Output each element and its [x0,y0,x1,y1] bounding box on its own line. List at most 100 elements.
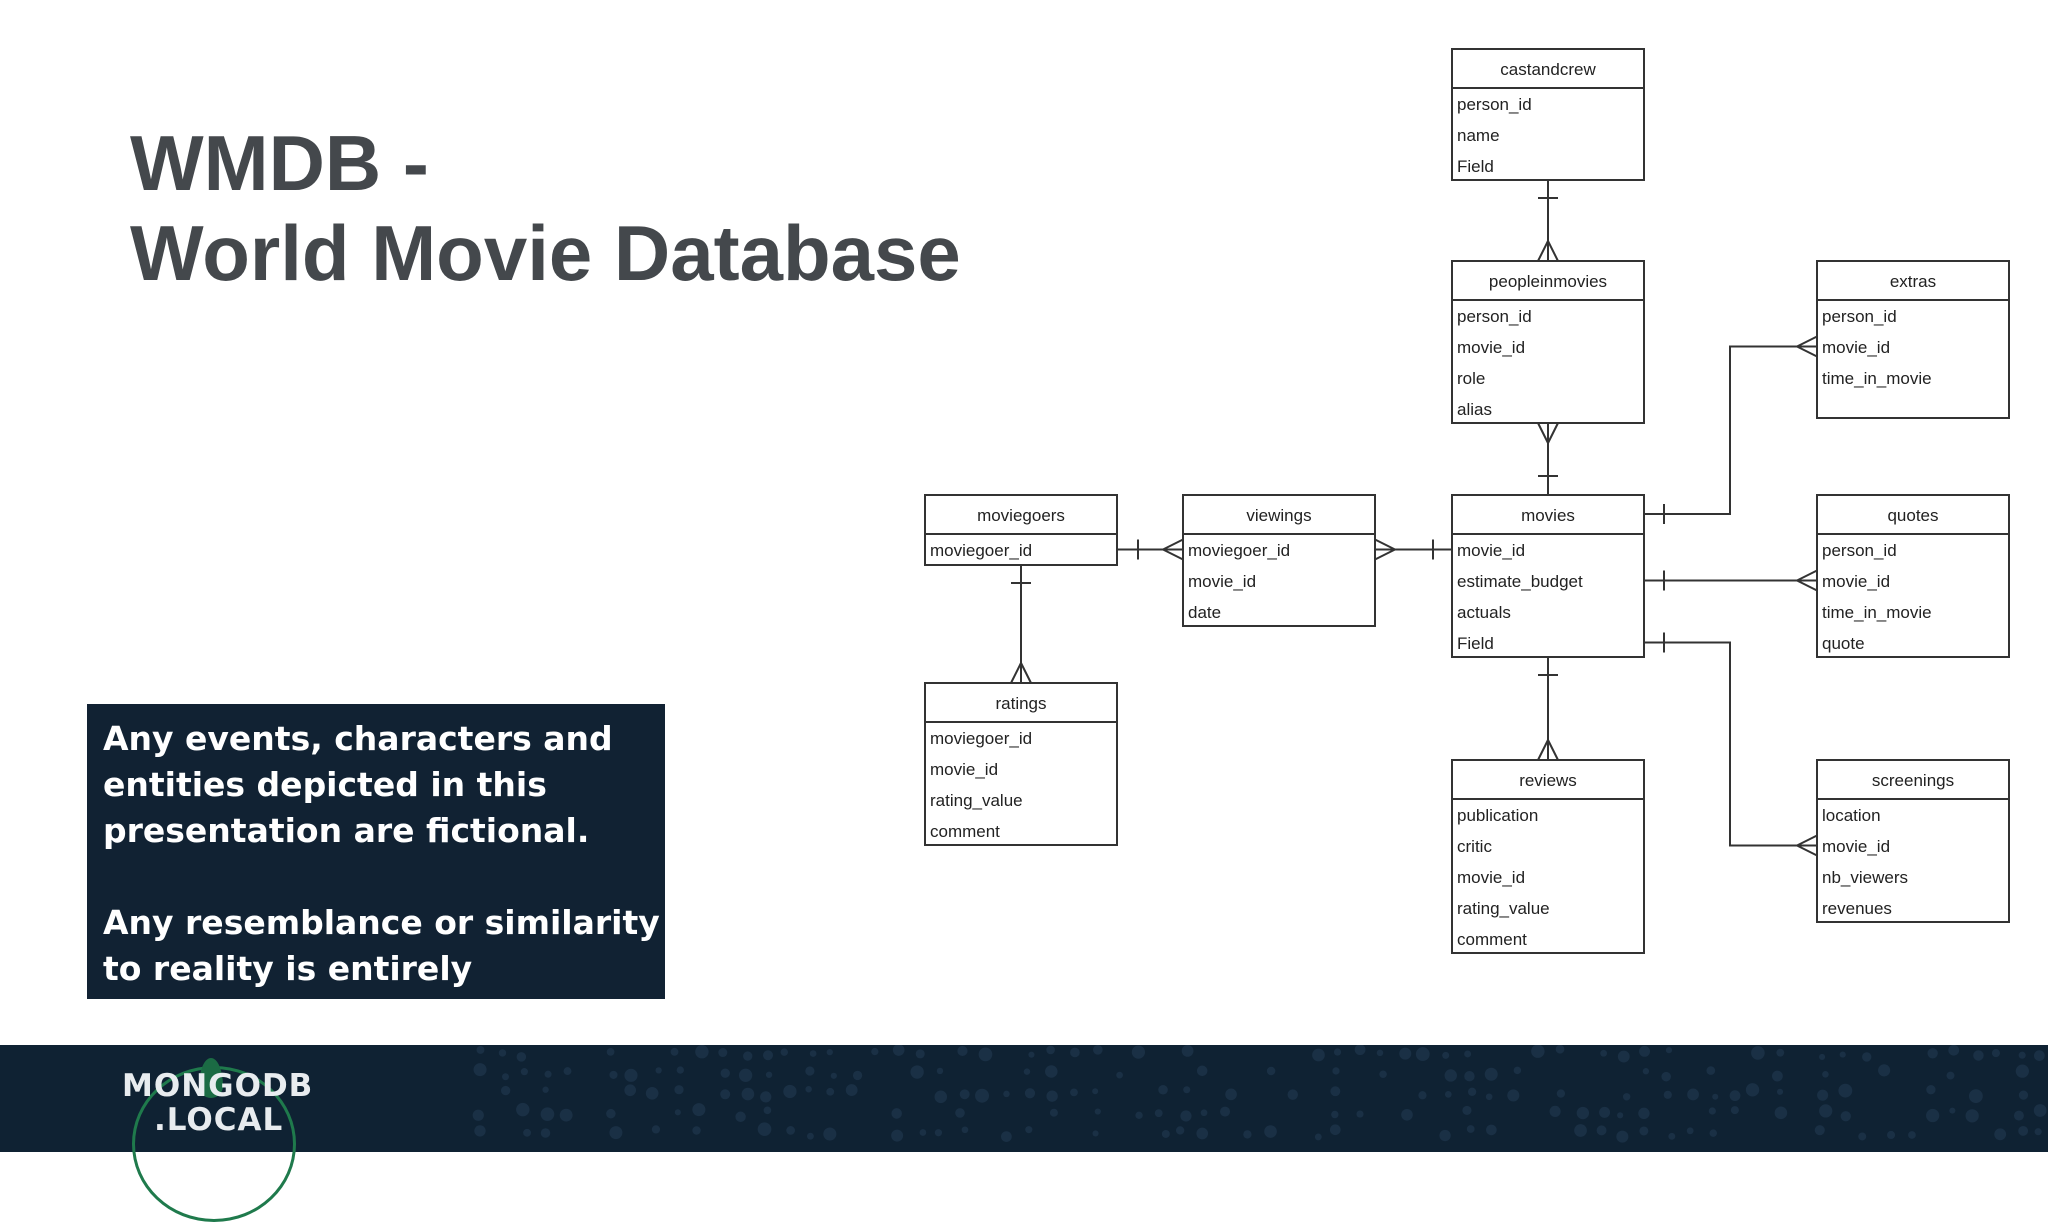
footer-bar [0,1045,2048,1152]
footer-dot [1001,1131,1012,1142]
many-cardinality-mark [1796,335,1818,358]
slide-title: WMDB - World Movie Database [130,118,961,298]
footer-dot [2015,1064,2029,1078]
footer-dot [1878,1064,1891,1077]
footer-dot [1462,1105,1472,1116]
crow-foot-prong [1010,662,1022,684]
footer-dot [1513,1066,1522,1075]
footer-dot [651,1125,661,1134]
footer-dot [674,1085,684,1095]
footer-dot [2034,1128,2042,1136]
footer-dot [1444,1091,1452,1098]
footer-dot [1822,1070,1829,1078]
entity-name: peopleinmovies [1489,272,1607,291]
footer-dot [1574,1124,1587,1137]
footer-dot [2018,1051,2026,1059]
footer-dot [1819,1053,1826,1060]
footer-dot [1196,1065,1208,1077]
footer-dot [624,1068,638,1082]
footer-dot [957,1045,968,1057]
crow-foot-prong [1796,345,1818,358]
footer-dot [1549,1105,1561,1117]
footer-dot [624,1084,637,1097]
footer-dot [1161,1129,1170,1138]
relationship-movies-extras [1644,335,1818,524]
footer-dot [934,1090,948,1104]
footer-dot [1819,1104,1833,1118]
footer-dot [720,1089,731,1100]
footer-dot [1330,1086,1341,1097]
connector-line [1644,345,1817,515]
footer-dot [1751,1046,1765,1060]
footer-dot [1686,1127,1694,1135]
footer-dot [1093,1045,1103,1055]
footer-dot [544,1070,552,1078]
footer-dot [959,1089,970,1100]
footer-dot [786,1126,796,1135]
entity-field: person_id [1457,307,1532,326]
footer-dot [1507,1089,1520,1102]
footer-dot [523,1128,532,1137]
footer-dot [1840,1111,1851,1122]
footer-dot [1331,1110,1339,1119]
crow-foot-prong [1796,569,1818,582]
entity-name: ratings [995,694,1046,713]
footer-dot [1745,1083,1760,1097]
footer-dot [891,1108,902,1119]
footer-dot [498,1049,507,1057]
logo-line-1: MONGODB [122,1068,314,1104]
entity-name: moviegoers [977,506,1065,525]
footer-dot [1116,1071,1123,1079]
footer-dot [1968,1089,1983,1104]
entity-name: castandcrew [1500,60,1596,79]
footer-dot [1220,1106,1231,1117]
footer-dot [1376,1049,1384,1057]
entity-field: time_in_movie [1822,369,1932,388]
footer-dot [718,1048,728,1058]
footer-dot [1576,1106,1590,1120]
footer-dot [1200,1109,1208,1117]
footer-dot [936,1067,944,1075]
footer-dot [1312,1048,1325,1062]
relationship-peopleinmovies-movies [1537,422,1559,495]
footer-dot [1776,1048,1785,1057]
footer-dot [735,1111,746,1123]
footer-dot [520,1068,528,1076]
footer-dot [783,1084,797,1099]
footer-dot [1617,1112,1624,1119]
entity-screenings: screeningslocationmovie_idnb_viewersreve… [1816,759,2010,923]
footer-dot [1729,1090,1741,1102]
footer-dot [476,1045,485,1054]
footer-dot [762,1050,774,1061]
footer-dot [852,1070,863,1081]
footer-dot [1708,1107,1716,1115]
footer-dot [1663,1090,1672,1099]
entity-ratings: ratingsmoviegoer_idmovie_idrating_valuec… [924,682,1118,846]
footer-dot [1926,1108,1940,1123]
entity-field: moviegoer_id [930,541,1032,560]
footer-dot [1464,1070,1475,1082]
footer-dot [1028,1051,1035,1058]
footer-dot [606,1108,616,1119]
footer-dot [1183,1086,1191,1094]
footer-dot [1415,1047,1430,1062]
crow-foot-prong [1796,335,1818,348]
footer-dot [674,1109,681,1116]
many-cardinality-mark [1537,422,1559,444]
er-diagram: castandcrewperson_idnameFieldpeopleinmov… [924,48,2010,954]
entity-movies: moviesmovie_idestimate_budgetactualsFiel… [1451,494,1645,658]
footer-dot [1464,1050,1472,1058]
footer-dot [1333,1048,1342,1056]
footer-dot [1687,1088,1699,1101]
footer-dot [741,1087,755,1101]
footer-dot [1439,1129,1451,1142]
relationship-viewings-movies [1374,538,1452,561]
footer-dot [763,1106,772,1115]
disclaimer-paragraph-2: Any resemblance or similarity to reality… [103,903,660,1034]
footer-dot [1466,1125,1475,1133]
crow-foot-prong [1537,739,1549,761]
footer-dot [823,1127,837,1141]
entity-field: movie_id [1822,572,1890,591]
